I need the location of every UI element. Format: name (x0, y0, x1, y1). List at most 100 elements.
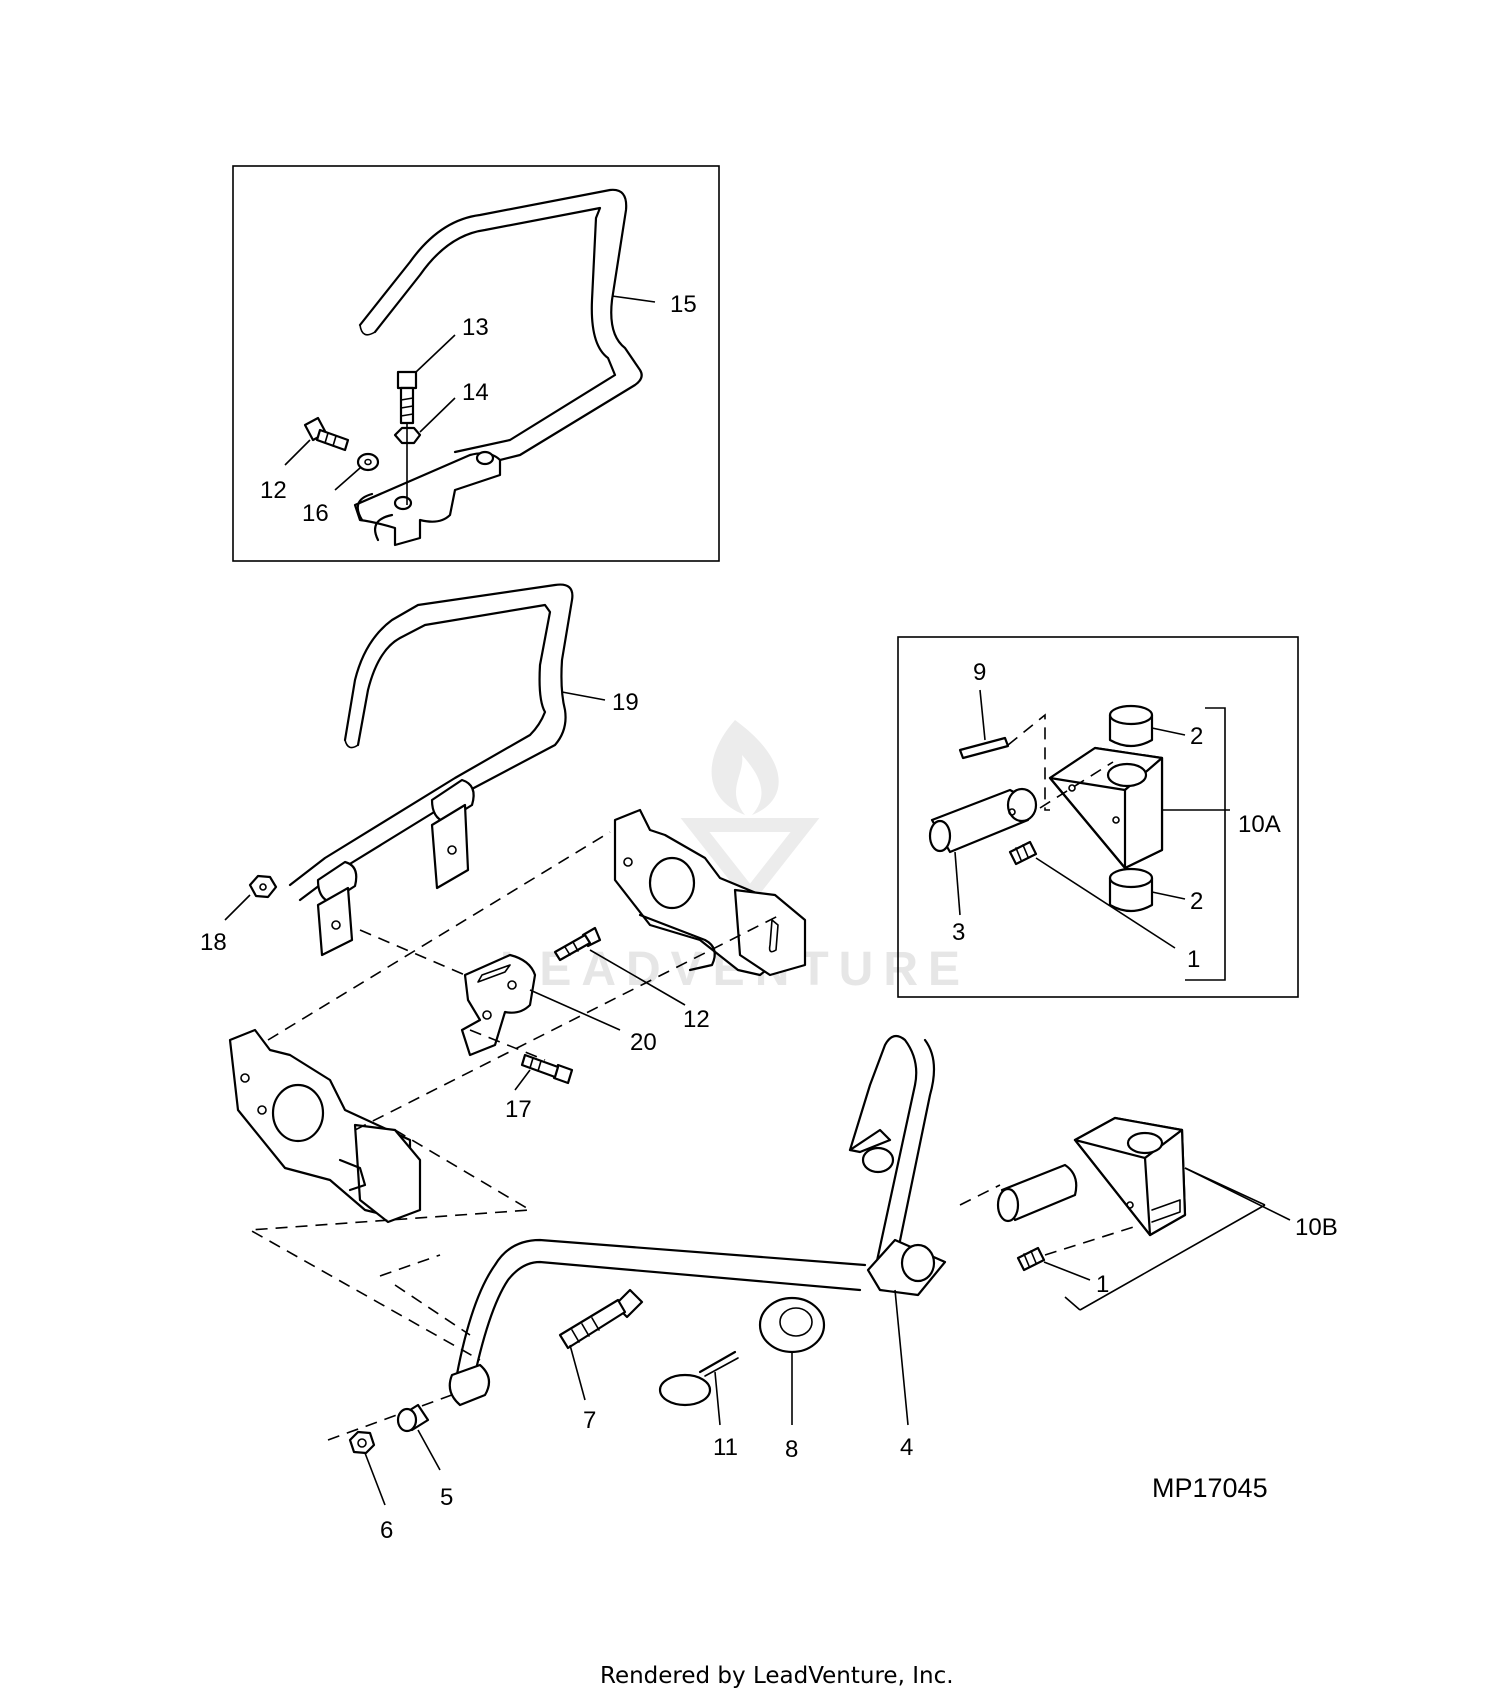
rod (338, 1158, 367, 1192)
grease-fitting-1a (1008, 840, 1038, 866)
callout-10a: 10A (1238, 811, 1281, 838)
leader-1a (1035, 857, 1176, 949)
footer-credit: Rendered by LeadVenture, Inc. (600, 1663, 954, 1689)
plate-block (733, 888, 807, 977)
leader-6 (364, 1452, 386, 1506)
lynch-pin-11 (658, 1350, 739, 1407)
bracket-end (1064, 1296, 1081, 1311)
assembly-dash (469, 1029, 546, 1061)
callout-4: 4 (900, 1434, 913, 1461)
bracket (1185, 707, 1226, 981)
pivot-block-10b (1073, 1116, 1187, 1237)
callout-1: 1 (1187, 946, 1200, 973)
nut-6 (348, 1430, 376, 1455)
callout-5: 5 (440, 1484, 453, 1511)
watermark-flame-icon (711, 720, 779, 815)
leader-1b (1043, 1261, 1091, 1281)
leader-3 (954, 851, 961, 916)
callout-12: 12 (260, 477, 287, 504)
assembly-dash (1044, 1224, 1141, 1256)
bar-sleeve (316, 860, 358, 904)
washer-8 (758, 1296, 826, 1354)
leader-17 (514, 1069, 531, 1091)
plate-hole-small (623, 857, 633, 867)
grease-fitting-1b (1016, 1246, 1046, 1272)
leader-10b (1184, 1167, 1291, 1221)
assembly-dash (959, 1184, 1001, 1206)
callout-2: 2 (1190, 723, 1203, 750)
callout-1: 1 (1096, 1271, 1109, 1298)
rod (638, 913, 716, 972)
callout-9: 9 (973, 659, 986, 686)
callout-10b: 10B (1295, 1214, 1338, 1241)
leader-4 (894, 1289, 909, 1426)
clamp-channel (356, 492, 394, 542)
leader-15 (611, 295, 656, 303)
leader-14 (419, 397, 456, 433)
callout-11: 11 (713, 1434, 738, 1461)
callout-13: 13 (462, 314, 489, 341)
nut-hole (357, 1438, 367, 1448)
lever-arm-4 (448, 1034, 947, 1407)
assembly-dash (327, 1391, 461, 1441)
bolt-7 (558, 1288, 644, 1350)
callout-16: 16 (302, 500, 329, 527)
leader-2-top (1151, 727, 1186, 736)
center-bracket-20 (460, 953, 537, 1057)
inset-hoop-mount: 15 13 14 12 16 (232, 165, 720, 562)
bolt-hole (393, 495, 413, 511)
spacer-5 (396, 1403, 430, 1433)
figure-id: MP17045 (1152, 1473, 1268, 1503)
tab-hole (331, 920, 341, 930)
plate-slot (768, 919, 779, 953)
leader-5 (417, 1429, 441, 1471)
leader-2-bottom (1151, 891, 1186, 900)
leader-7 (569, 1344, 586, 1401)
assembly-dash (247, 1129, 533, 1361)
bushing-2-bottom (1108, 867, 1154, 913)
shaft-3 (928, 787, 1038, 854)
leader-13 (415, 334, 456, 373)
callout-19: 19 (612, 689, 639, 716)
callout-7: 7 (583, 1407, 596, 1434)
washer-16 (356, 452, 380, 472)
callout-17: 17 (505, 1096, 532, 1123)
callout-8: 8 (785, 1436, 798, 1463)
bar-sleeve (430, 778, 475, 824)
leader-11 (714, 1371, 721, 1426)
pin-9 (958, 736, 1010, 760)
tab-hole (447, 845, 457, 855)
callout-6: 6 (380, 1517, 393, 1544)
inset-frame (897, 636, 1299, 998)
bushing-2-top (1108, 704, 1154, 748)
bolt-12b (553, 926, 602, 962)
nut-18 (248, 874, 278, 899)
main-assembly: 19 18 12 20 17 10B 1 7 11 8 4 5 6 (200, 583, 1338, 1544)
leader-18 (224, 894, 251, 921)
hoop-end-cap (344, 739, 359, 749)
callout-12: 12 (683, 1006, 710, 1033)
bolt-12a (303, 416, 350, 452)
inset-pivot-block: 9 2 10A 2 3 1 (897, 636, 1299, 998)
callout-18: 18 (200, 929, 227, 956)
shaft-10b (996, 1163, 1078, 1223)
leader-9 (979, 689, 986, 741)
assembly-dash (379, 1254, 471, 1336)
watermark-v-icon (680, 818, 820, 907)
callout-3: 3 (952, 919, 965, 946)
align-dash (1007, 713, 1050, 811)
callout-14: 14 (462, 379, 489, 406)
plate-hole-small (240, 1073, 250, 1083)
hoop-bar-15 (358, 188, 643, 472)
hoop-end-cap (359, 324, 376, 336)
hoop-bar-19 (288, 583, 574, 902)
inset-frame (232, 165, 720, 562)
plate-hole (271, 1083, 325, 1143)
nut-hole (259, 883, 267, 891)
assembly-dash (267, 831, 611, 1041)
leader-19 (561, 691, 606, 701)
bolt-13 (396, 370, 418, 425)
callout-20: 20 (630, 1029, 657, 1056)
callout-2: 2 (1190, 888, 1203, 915)
